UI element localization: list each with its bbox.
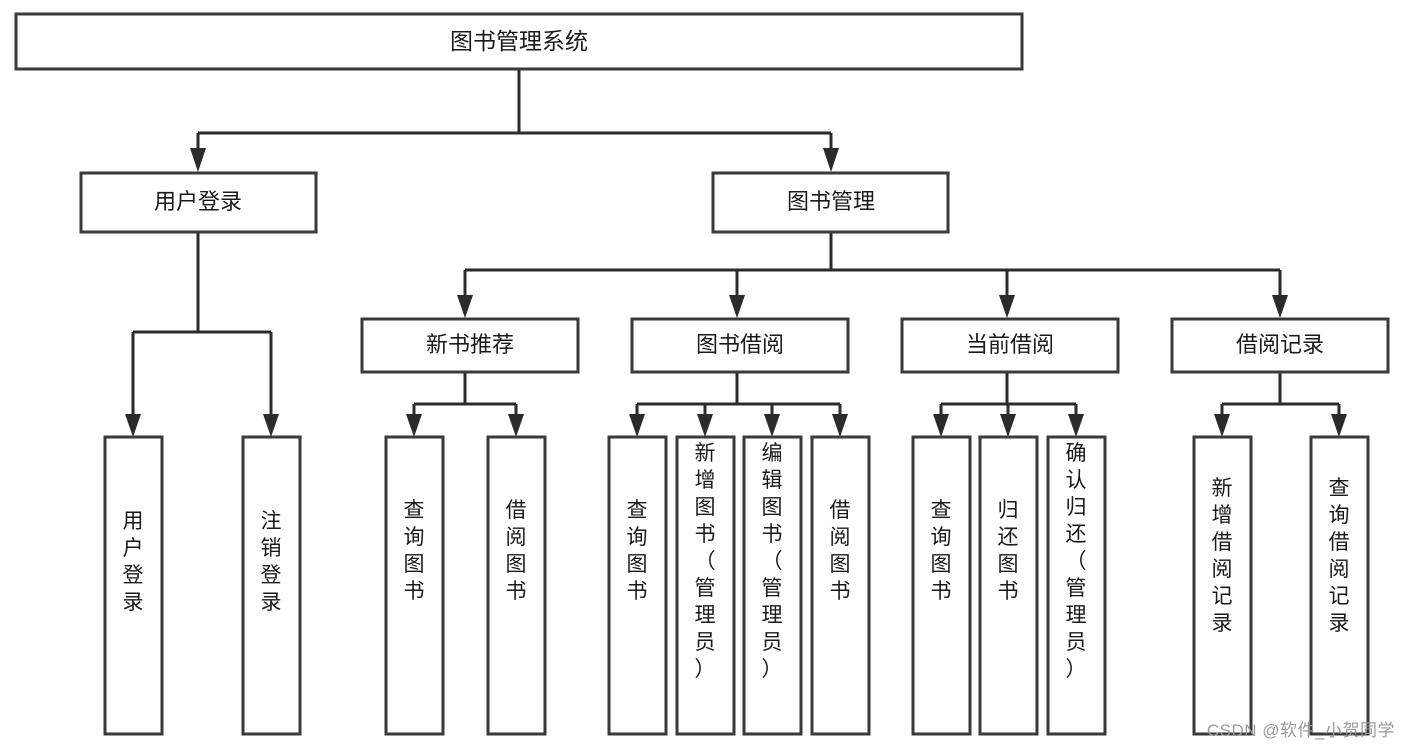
- leaf-user-login-box[interactable]: [103, 435, 164, 736]
- leaf-bb-add-book-box[interactable]: [675, 435, 736, 736]
- leaf-node[interactable]: 查询图书: [911, 435, 972, 736]
- arrowhead-cb-leaf-1: [933, 414, 949, 437]
- arrowhead-user-login: [190, 148, 206, 172]
- arrowhead-current-borrow: [999, 295, 1015, 318]
- node-user-login-label: 用户登录: [154, 189, 242, 214]
- leaf-bb-add-book-label: 新增图书（管理员）: [695, 442, 716, 681]
- leaf-node[interactable]: 新增图书（管理员）: [675, 435, 736, 736]
- leaf-node[interactable]: 查询借阅记录: [1309, 435, 1370, 736]
- leaf-nbr-query-book-label: 查询图书: [404, 499, 425, 603]
- arrowhead-bb-leaf-1: [629, 414, 645, 437]
- leaf-node[interactable]: 借阅图书: [486, 435, 547, 736]
- leaf-cb-confirm-return-label: 确认归还（管理员）: [1066, 442, 1087, 681]
- node-book-borrow-label: 图书借阅: [696, 332, 784, 357]
- leaf-node[interactable]: 查询图书: [607, 435, 668, 736]
- node-new-book-recommend-box[interactable]: [360, 317, 580, 374]
- node-user-login[interactable]: 用户登录: [79, 171, 318, 234]
- leaf-br-query-record-label: 查询借阅记录: [1329, 477, 1350, 635]
- leaf-node[interactable]: 借阅图书: [810, 435, 871, 736]
- node-new-book-recommend[interactable]: 新书推荐: [360, 317, 580, 374]
- arrowhead-nbr-leaf-1: [406, 414, 422, 437]
- leaf-node[interactable]: 用户登录: [103, 435, 164, 736]
- node-user-login-box[interactable]: [79, 171, 318, 234]
- leaf-cb-query-book-label: 查询图书: [931, 499, 952, 603]
- arrowhead-user-leaf-2: [263, 414, 279, 437]
- leaf-bb-edit-book-label: 编辑图书（管理员）: [762, 442, 783, 681]
- leaf-node[interactable]: 归还图书: [978, 435, 1039, 736]
- node-book-management-box[interactable]: [711, 171, 950, 234]
- arrowhead-book-borrow: [729, 295, 745, 318]
- leaf-logout-box[interactable]: [241, 435, 302, 736]
- leaf-nbr-borrow-book-label: 借阅图书: [506, 499, 527, 603]
- arrowhead-new-book-recommend: [457, 295, 473, 318]
- leaf-node[interactable]: 编辑图书（管理员）: [742, 435, 803, 736]
- node-book-borrow-box[interactable]: [630, 317, 850, 374]
- leaf-br-query-record-box[interactable]: [1309, 435, 1370, 736]
- leaf-cb-return-book-label: 归还图书: [998, 499, 1019, 603]
- node-book-borrow[interactable]: 图书借阅: [630, 317, 850, 374]
- arrowhead-nbr-leaf-2: [508, 414, 524, 437]
- leaf-cb-confirm-return-box[interactable]: [1046, 435, 1107, 736]
- node-borrow-record-label: 借阅记录: [1236, 332, 1324, 357]
- leaf-bb-borrow-book-label: 借阅图书: [830, 499, 851, 603]
- leaf-nbr-borrow-book-box[interactable]: [486, 435, 547, 736]
- arrowhead-cb-leaf-2: [1000, 414, 1016, 437]
- arrowhead-borrow-record: [1272, 295, 1288, 318]
- node-current-borrow-box[interactable]: [900, 317, 1120, 374]
- leaf-bb-borrow-book-box[interactable]: [810, 435, 871, 736]
- arrowhead-bb-leaf-2: [697, 414, 713, 437]
- leaf-nbr-query-book-box[interactable]: [384, 435, 445, 736]
- arrowhead-book-management: [823, 148, 839, 172]
- arrowhead-user-leaf-1: [125, 414, 141, 437]
- arrowhead-cb-leaf-3: [1068, 414, 1084, 437]
- leaf-user-login-label: 用户登录: [123, 510, 144, 614]
- arrowhead-br-leaf-2: [1331, 414, 1347, 437]
- arrowhead-bb-leaf-3: [764, 414, 780, 437]
- node-borrow-record[interactable]: 借阅记录: [1170, 317, 1390, 374]
- leaf-node[interactable]: 新增借阅记录: [1192, 435, 1253, 736]
- node-root-system[interactable]: 图书管理系统: [14, 12, 1024, 71]
- node-root-box[interactable]: [14, 12, 1024, 71]
- node-new-book-recommend-label: 新书推荐: [426, 332, 514, 357]
- arrowhead-bb-leaf-4: [832, 414, 848, 437]
- node-book-management-label: 图书管理: [787, 189, 875, 214]
- leaf-logout-label: 注销登录: [261, 510, 282, 614]
- arrowhead-br-leaf-1: [1214, 414, 1230, 437]
- node-current-borrow[interactable]: 当前借阅: [900, 317, 1120, 374]
- leaf-node[interactable]: 注销登录: [241, 435, 302, 736]
- leaf-bb-edit-book-box[interactable]: [742, 435, 803, 736]
- leaf-bb-query-book-box[interactable]: [607, 435, 668, 736]
- connector-layer: [125, 69, 1347, 437]
- node-root-label: 图书管理系统: [450, 28, 588, 54]
- leaf-node[interactable]: 确认归还（管理员）: [1046, 435, 1107, 736]
- node-book-management[interactable]: 图书管理: [711, 171, 950, 234]
- leaf-node[interactable]: 查询图书: [384, 435, 445, 736]
- leaf-bb-query-book-label: 查询图书: [627, 499, 648, 603]
- node-borrow-record-box[interactable]: [1170, 317, 1390, 374]
- leaf-br-add-record-label: 新增借阅记录: [1212, 477, 1233, 635]
- node-current-borrow-label: 当前借阅: [966, 332, 1054, 357]
- leaf-cb-query-book-box[interactable]: [911, 435, 972, 736]
- leaf-cb-return-book-box[interactable]: [978, 435, 1039, 736]
- leaf-br-add-record-box[interactable]: [1192, 435, 1253, 736]
